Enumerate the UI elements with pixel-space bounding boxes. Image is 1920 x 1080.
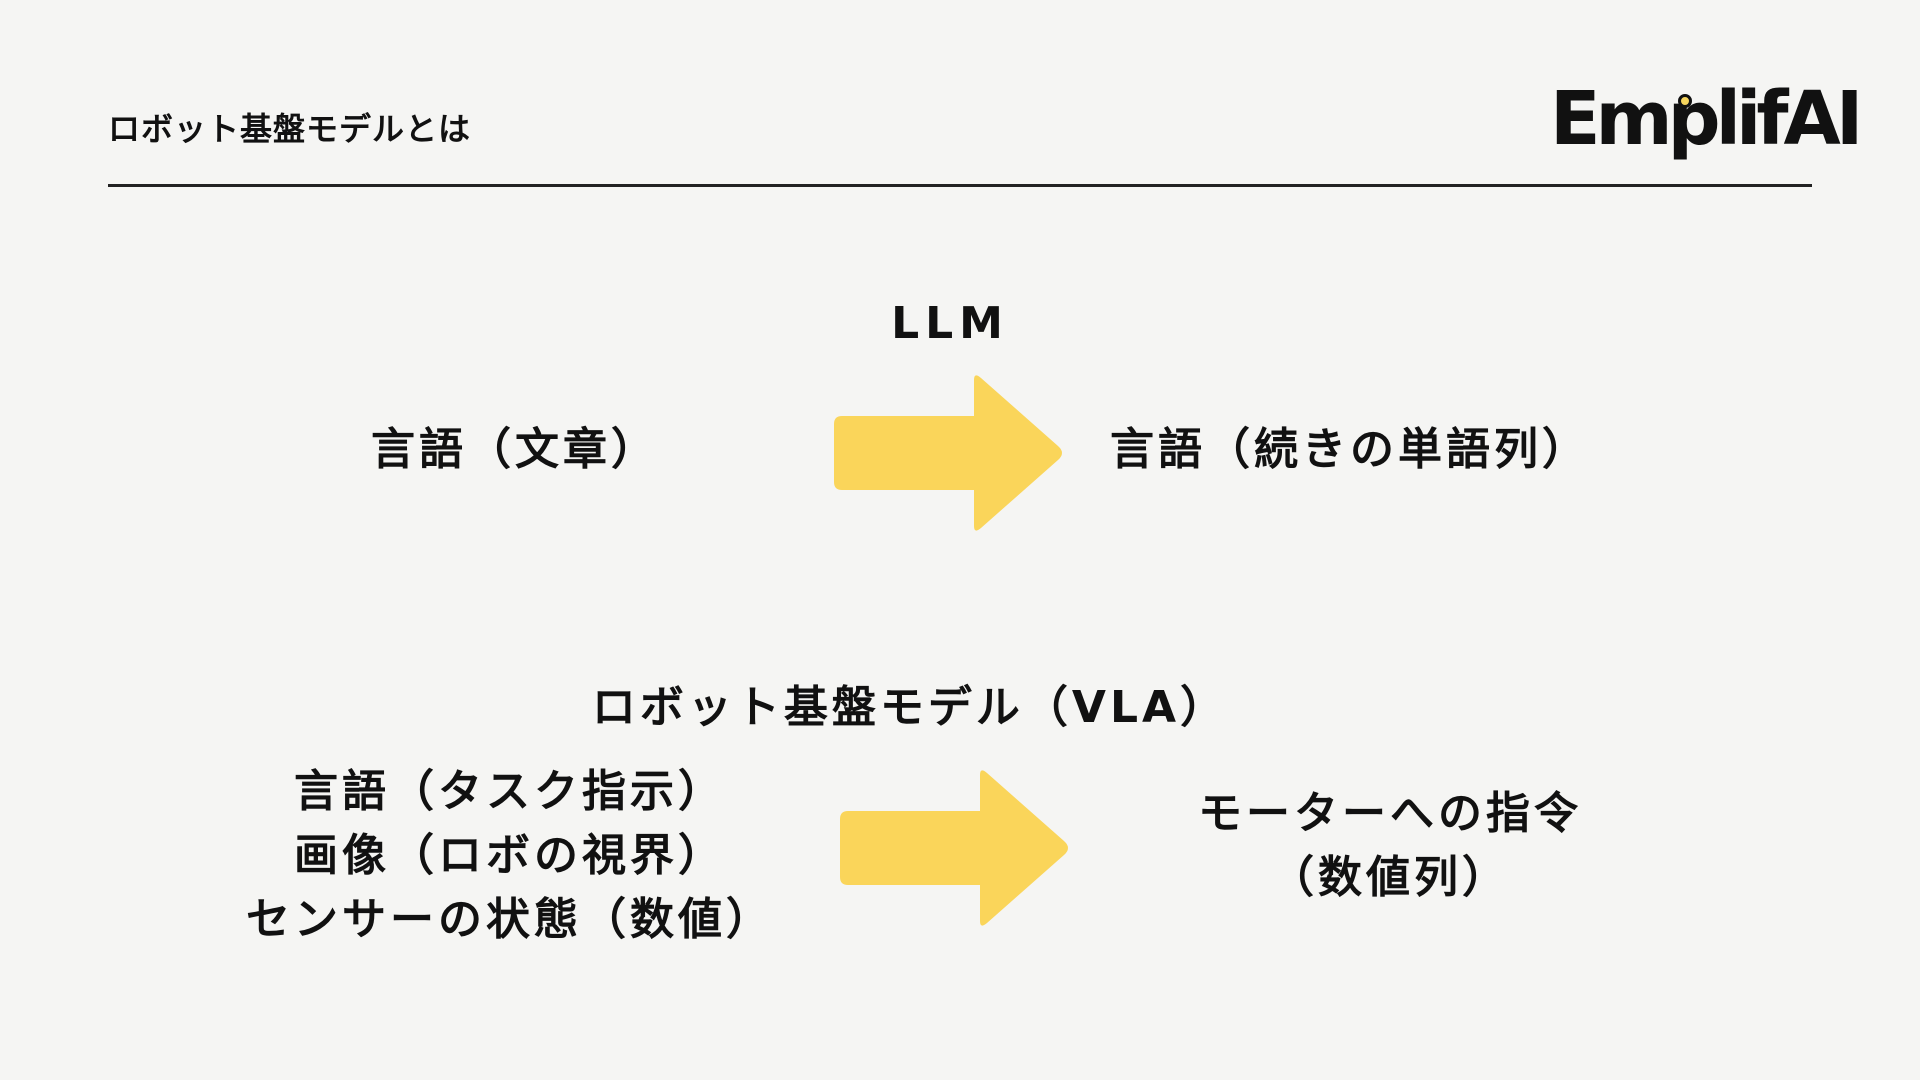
logo-text: EmplifAI bbox=[1550, 76, 1863, 162]
llm-arrow-shape bbox=[834, 375, 1062, 531]
vla-input-image: 画像（ロボの視界） bbox=[294, 830, 726, 881]
vla-output-numeric: （数値列） bbox=[1270, 852, 1510, 903]
vla-outputs: モーターへの指令 （数値列） bbox=[1170, 782, 1610, 910]
llm-title: LLM bbox=[891, 298, 1009, 349]
emplifai-logo: EmplifAI bbox=[1550, 74, 1863, 164]
header-divider bbox=[108, 184, 1812, 187]
vla-inputs: 言語（タスク指示） 画像（ロボの視界） センサーの状態（数値） bbox=[230, 760, 790, 952]
vla-right-arrow-icon bbox=[840, 770, 1068, 926]
vla-input-sensor: センサーの状態（数値） bbox=[246, 894, 774, 945]
llm-right-arrow-icon bbox=[834, 375, 1062, 531]
vla-output-motor: モーターへの指令 bbox=[1198, 788, 1582, 839]
vla-arrow-shape bbox=[840, 770, 1068, 926]
llm-input-label: 言語（文章） bbox=[371, 424, 659, 475]
slide-title: ロボット基盤モデルとは bbox=[108, 110, 472, 148]
vla-input-language: 言語（タスク指示） bbox=[294, 766, 726, 817]
logo-dot-icon bbox=[1678, 94, 1692, 108]
vla-title: ロボット基盤モデル（VLA） bbox=[591, 682, 1229, 733]
llm-output-label: 言語（続きの単語列） bbox=[1110, 424, 1590, 475]
